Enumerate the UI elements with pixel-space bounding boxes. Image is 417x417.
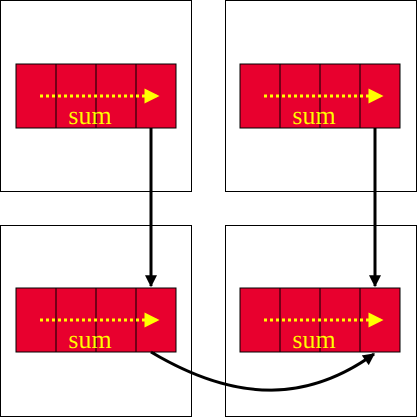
array-cell [15,63,57,129]
sum-label: sum [68,325,111,354]
array-cell [239,63,281,129]
array-block-top-left: sum [15,63,177,130]
sum-label: sum [292,101,335,130]
connector-arrow-bottom-left-to-bottom-right [150,350,375,392]
array-cell [15,287,57,353]
array-block-bottom-right: sum [239,287,401,354]
array-block-bottom-left: sum [15,287,177,354]
array-block-top-right: sum [239,63,401,130]
sum-label: sum [68,101,111,130]
sum-label: sum [292,325,335,354]
array-cell [239,287,281,353]
